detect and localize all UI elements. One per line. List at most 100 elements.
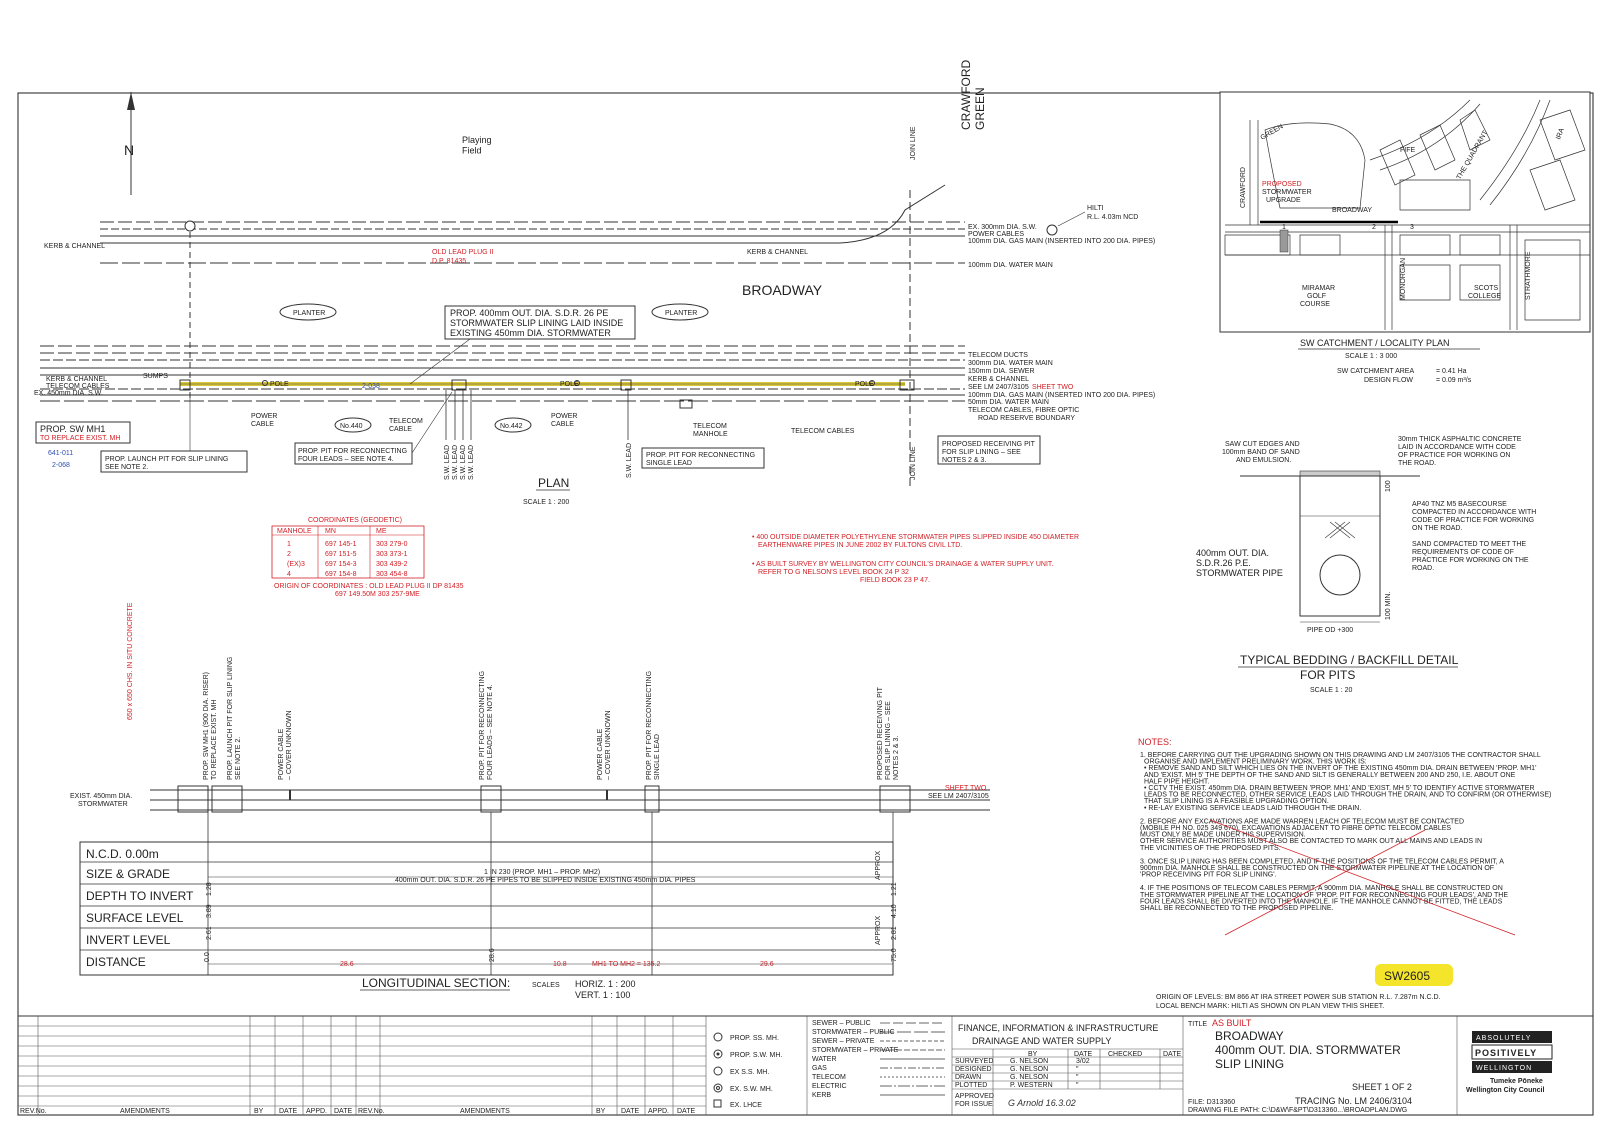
legend-line-label: SEWER – PUBLIC — [812, 1020, 871, 1027]
mh1-red-riser: 650 x 650 CHS. IN SITU CONCRETE — [127, 602, 134, 720]
bottom-service-7: 50mm DIA. WATER MAIN — [968, 399, 1049, 406]
amend-h-date-1: DATE — [279, 1108, 297, 1115]
legend-symbol-3: EX S.S. MH. — [730, 1069, 769, 1076]
depth-val-1: 1.28 — [206, 882, 213, 896]
bedding-base-2: COMPACTED IN ACCORDANCE WITH — [1412, 509, 1536, 516]
notes-block: NOTES: 1. BEFORE CARRYING OUT THE UPGRAD… — [1138, 737, 1551, 1010]
coords-cell: 1 — [287, 541, 291, 548]
logo-absolutely: ABSOLUTELY — [1476, 1035, 1531, 1042]
surface-val-1: 3.89 — [206, 904, 213, 918]
kerb-channel-label-2: KERB & CHANNEL — [747, 249, 808, 256]
loc-title: SW CATCHMENT / LOCALITY PLAN — [1300, 338, 1450, 348]
plan-scale: SCALE 1 : 200 — [523, 499, 569, 506]
planter-label-2: PLANTER — [665, 310, 697, 317]
note-line: 2. BEFORE ANY EXCAVATIONS ARE MADE WARRE… — [1140, 818, 1464, 825]
loc-flow-label: DESIGN FLOW — [1364, 377, 1413, 384]
pipe-section-icon — [1319, 554, 1361, 596]
bottom-service-9: ROAD RESERVE BOUNDARY — [978, 415, 1075, 422]
title-block: REV.No. AMENDMENTS BY DATE APPD. DATE RE… — [18, 1015, 1593, 1115]
amend-h-date-1b: DATE — [334, 1108, 352, 1115]
bedding-dim-min: 100 MIN. — [1385, 592, 1392, 620]
bedding-sand-2: REQUIREMENTS OF CODE OF — [1412, 549, 1514, 556]
logo-wellington: WELLINGTON — [1476, 1065, 1532, 1072]
dist-val-0: 0.0 — [204, 952, 211, 962]
pole-label-3: POLE — [855, 381, 874, 388]
grid-h-date: DATE — [1074, 1051, 1092, 1058]
hilti-rl: R.L. 4.03m NCD — [1087, 214, 1138, 221]
legend-ex-sw-icon — [713, 1083, 723, 1093]
red-note-2: EARTHENWARE PIPES IN JUNE 2002 BY FULTON… — [758, 542, 962, 549]
grid-role: DRAWN — [955, 1074, 981, 1081]
note-line: THE VICINITIES OF THE PROPOSED PITS. — [1140, 845, 1281, 852]
grid-date: ″ — [1076, 1074, 1079, 1081]
surface-val-2: 4.10 — [891, 904, 898, 918]
depth-val-2: 1.21 — [891, 882, 898, 896]
planter-2 — [651, 303, 709, 321]
hilti-bench-mark-icon — [1046, 224, 1058, 236]
sw-lead-4: S.W. LEAD — [468, 445, 475, 480]
bedding-sawcut-3: AND EMULSION. — [1236, 457, 1291, 464]
see-lm-label: SEE LM 2407/3105 — [928, 793, 989, 800]
broadway-label: BROADWAY — [742, 282, 823, 298]
pole-label-1: POLE — [270, 381, 289, 388]
legend-line-label: STORMWATER – PUBLIC — [812, 1029, 895, 1036]
note-line: AND 'EXIST. MH 5' THE DEPTH OF THE SAND … — [1144, 772, 1516, 779]
scales-label: SCALES — [532, 982, 560, 989]
invert-val-1: 2.61 — [206, 926, 213, 940]
note-line: HALF PIPE HEIGHT. — [1144, 778, 1209, 785]
receiving-pit-callout-1: PROPOSED RECEIVING PIT — [942, 441, 1036, 448]
note-line: • REMOVE SAND AND SILT WHICH LIES ON THE… — [1144, 765, 1536, 772]
planter-1 — [279, 303, 337, 321]
legend-line-label: SEWER – PRIVATE — [812, 1038, 875, 1045]
coords-cell: 697 151-5 — [325, 551, 357, 558]
grid-h-checked: CHECKED — [1108, 1051, 1142, 1058]
section-label: SINGLE LEAD — [654, 734, 661, 780]
dist-val-2: 75.0 — [891, 948, 898, 962]
bottom-service-4: KERB & CHANNEL — [968, 376, 1029, 383]
wellington-logo: ABSOLUTELY POSITIVELY WELLINGTON Tumeke … — [1466, 1031, 1553, 1094]
amend-h-appd-2: APPD. — [648, 1108, 669, 1115]
bedding-pipe-1: 400mm OUT. DIA. — [1196, 548, 1269, 558]
legend-ex-lhce-icon — [713, 1099, 722, 1108]
section-label: FOUR LEADS – SEE NOTE 4. — [487, 684, 494, 780]
house-no-442-label: No.442 — [500, 423, 523, 430]
coords-origin-1: ORIGIN OF COORDINATES : OLD LEAD PLUG II… — [274, 583, 464, 590]
loc-scale: SCALE 1 : 3 000 — [1345, 353, 1397, 360]
legend-symbol-2: PROP. S.W. MH. — [730, 1052, 782, 1059]
note-line: FOUR LEADS SHALL BE DIVERTED INTO THE MA… — [1140, 898, 1503, 905]
pole-icon-1 — [262, 380, 268, 386]
section-row-label: INVERT LEVEL — [86, 933, 171, 947]
legend-symbol-5: EX. LHCE — [730, 1102, 762, 1109]
dist-seg-1: 28.6 — [340, 961, 354, 968]
sw-lead-5: S.W. LEAD — [626, 443, 633, 478]
dist-seg-3: MH1 TO MH2 = 135.2 — [592, 961, 661, 968]
pipe-desc-text: 400mm OUT. DIA. S.D.R. 26 PE PIPES TO BE… — [395, 877, 696, 884]
hilti-label: HILTI — [1087, 205, 1104, 212]
bedding-sawcut-1: SAW CUT EDGES AND — [1225, 441, 1300, 448]
receiving-pit-callout — [937, 435, 1041, 465]
coords-cell: 697 154-8 — [325, 571, 357, 578]
dept-line-2: DRAINAGE AND WATER SUPPLY — [972, 1036, 1111, 1046]
legend-symbol-4: EX. S.W. MH. — [730, 1086, 773, 1093]
sw-lead-3: S.W. LEAD — [460, 445, 467, 480]
bottom-service-1: TELECOM DUCTS — [968, 352, 1028, 359]
coords-header-2: ME — [376, 528, 387, 535]
sheet-two-section: SHEET TWO — [945, 785, 987, 792]
top-service-2: POWER CABLES — [968, 231, 1024, 238]
coords-title: COORDINATES (GEODETIC) — [308, 517, 402, 524]
bedding-sand-3: PRACTICE FOR WORKING ON THE — [1412, 557, 1529, 564]
loc-proposed-1: PROPOSED — [1262, 181, 1302, 188]
as-built-notes: • 400 OUTSIDE DIAMETER POLYETHYLENE STOR… — [752, 534, 1079, 584]
section-label: PROP. LAUNCH PIT FOR SLIP LINING — [227, 657, 234, 780]
four-lead-callout-2: FOUR LEADS – SEE NOTE 4. — [298, 456, 394, 463]
single-lead-pit-mark — [620, 379, 632, 391]
telecom-manhole-icon — [679, 399, 693, 409]
note-line: OTHER SERVICE AUTHORITIES MUST ALSO BE C… — [1140, 838, 1482, 845]
bedding-scale: SCALE 1 : 20 — [1310, 687, 1353, 694]
plan-title: PLAN — [538, 476, 569, 490]
note-line: SHALL BE RECONNECTED TO THE PROPOSED PIP… — [1140, 905, 1334, 912]
red-note-5: FIELD BOOK 23 P 47. — [860, 577, 930, 584]
